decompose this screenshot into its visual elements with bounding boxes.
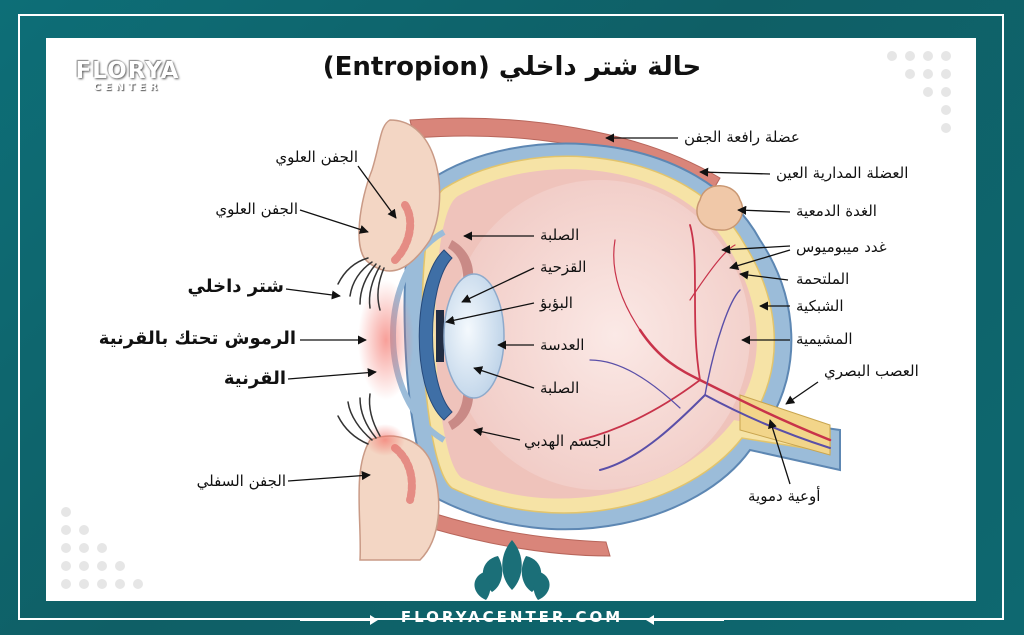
footer-arrow-right — [646, 615, 654, 625]
footer-url[interactable]: FLORYACENTER.COM — [0, 608, 1024, 626]
label-lashes-rub-cornea: الرموش تحتك بالقرنية — [84, 328, 296, 350]
label-retina: الشبكية — [796, 297, 896, 315]
label-choroid: المشيمية — [796, 330, 896, 348]
label-meibomian-glands: غدد ميبوميوس — [796, 238, 926, 256]
label-lacrimal-gland: الغدة الدمعية — [796, 202, 926, 220]
label-blood-vessels: أوعية دموية — [748, 487, 858, 505]
label-conjunctiva: الملتحمة — [796, 270, 896, 288]
label-sclera-2: الصلبة — [540, 379, 610, 397]
label-optic-nerve: العصب البصري — [824, 362, 944, 380]
label-rectus-muscle: العضلة المدارية العين — [776, 164, 946, 182]
cornea-irritation-glow — [358, 280, 414, 400]
label-ciliary-body: الجسم الهدبي — [524, 432, 634, 450]
pupil — [436, 310, 444, 362]
lacrimal-gland — [697, 186, 743, 230]
label-entropion: شتر داخلي — [170, 276, 284, 298]
label-cornea: القرنية — [216, 368, 286, 390]
label-sclera-1: الصلبة — [540, 226, 610, 244]
label-upper-eyelid-2: الجفن العلوي — [198, 200, 298, 218]
dot-grid-bottom-left — [61, 507, 143, 589]
footer-line-right — [654, 620, 724, 621]
label-pupil: البؤبؤ — [540, 294, 610, 312]
label-levator-muscle: عضلة رافعة الجفن — [684, 128, 834, 146]
page-title: حالة شتر داخلي (Entropion) — [0, 52, 1024, 82]
label-upper-eyelid-1: الجفن العلوي — [248, 148, 358, 166]
label-iris: القزحية — [540, 258, 610, 276]
label-lower-eyelid: الجفن السفلي — [178, 472, 286, 490]
label-lens: العدسة — [540, 336, 610, 354]
lens — [444, 274, 504, 398]
